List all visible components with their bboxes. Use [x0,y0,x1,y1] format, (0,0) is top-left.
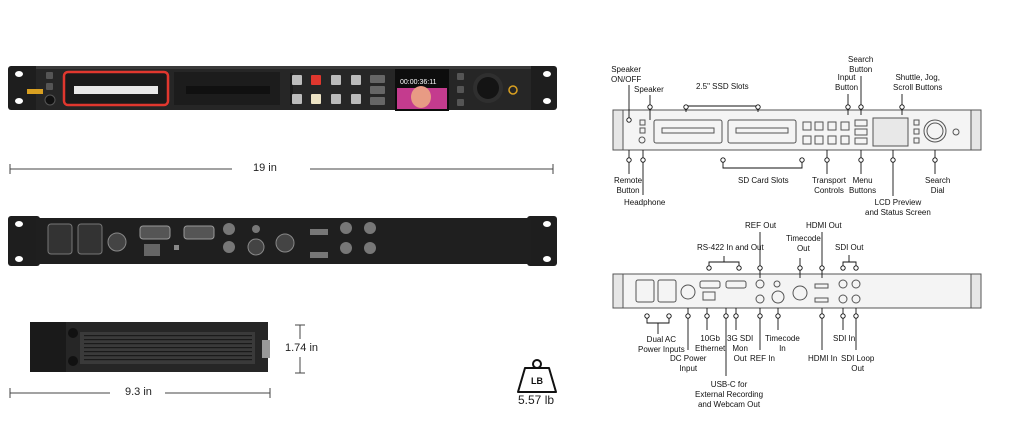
callout-rs422: RS-422 In and Out [697,243,764,252]
callout-shuttle-buttons: Shuttle, Jog, Scroll Buttons [893,73,943,92]
callout-sdi-mon: 3G SDI Mon Out [727,334,754,363]
width-dimension-line [9,164,554,174]
callout-sdi-out: SDI Out [835,243,864,252]
weight-label: 5.57 lb [518,393,555,407]
depth-label: 9.3 in [125,386,152,398]
front-unit-photo: 00:00:36:11 [8,66,557,111]
callout-hdmi-out: HDMI Out [806,221,842,230]
callout-input-button: Input Button [835,73,859,92]
weight-icon [517,359,557,393]
callout-search-dial: Search Dial [925,176,951,195]
callout-speaker-onoff: Speaker ON/OFF [611,65,642,84]
callout-search-button: Search Button [848,55,874,74]
rear-unit-photo [8,216,557,266]
callout-ssd-slots: 2.5" SSD Slots [696,82,749,91]
callout-transport: Transport Controls [812,176,846,195]
callout-dc-power: DC Power Input [670,354,707,373]
callout-sd-slots: SD Card Slots [738,176,789,185]
weight-unit: LB [531,376,543,386]
rear-panel-diagram [612,273,982,309]
callout-dual-ac: Dual AC Power Inputs [638,335,685,354]
callout-timecode-out: Timecode Out [786,234,821,253]
callout-lcd: LCD Preview and Status Screen [865,198,931,217]
callout-usbc: USB-C for External Recording and Webcam … [695,380,764,409]
callout-lines [626,76,938,376]
depth-dimension-line [9,388,271,398]
height-dimension-line [295,324,305,374]
width-label: 19 in [253,162,277,174]
callout-ethernet: 10Gb Ethernet [695,334,726,353]
callout-remote-button: Remote Button [614,176,643,195]
callout-sdi-loop: SDI Loop Out [841,354,875,373]
front-panel-diagram [612,109,982,151]
callout-menu-buttons: Menu Buttons [849,176,877,195]
callout-headphone: Headphone [624,198,666,207]
callout-timecode-in: Timecode In [765,334,800,353]
callout-ref-out: REF Out [745,221,777,230]
lcd-timecode: 00:00:36:11 [400,79,437,86]
callout-ref-in: REF In [750,354,775,363]
height-label: 1.74 in [285,342,319,354]
callout-hdmi-in: HDMI In [808,354,838,363]
callout-sdi-in: SDI In [833,334,856,343]
callout-speaker: Speaker [634,85,664,94]
side-unit-photo [30,322,270,372]
